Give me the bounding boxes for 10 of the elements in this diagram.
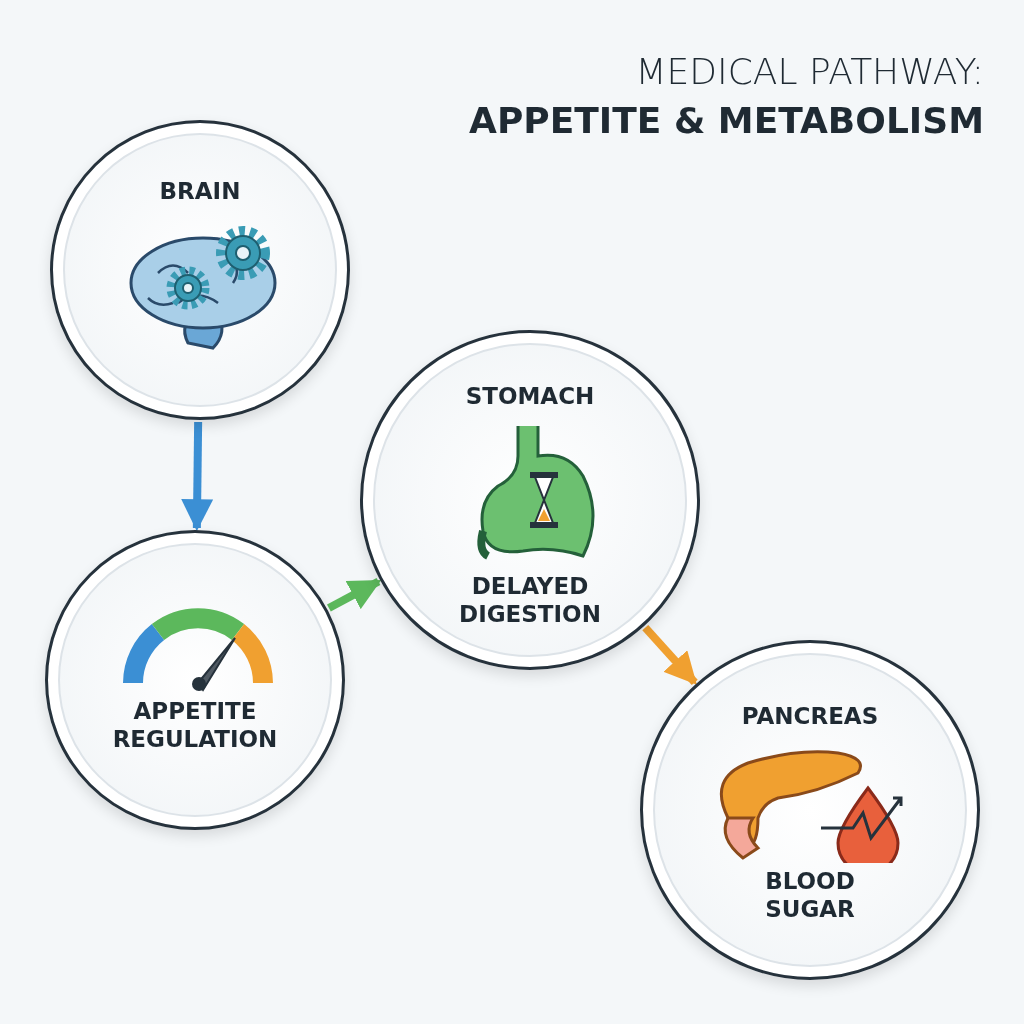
organ-label: STOMACH	[464, 383, 596, 411]
function-label: DELAYED DIGESTION	[458, 573, 602, 629]
arrow	[642, 624, 698, 686]
function-label: APPETITE REGULATION	[111, 698, 279, 754]
arrow	[327, 577, 382, 612]
title: MEDICAL PATHWAY: APPETITE & METABOLISM	[468, 50, 984, 143]
arrow	[181, 421, 214, 532]
organ-label: PANCREAS	[740, 703, 880, 731]
organ-label: BRAIN	[158, 178, 242, 206]
function-label: BLOOD SUGAR	[764, 868, 856, 924]
